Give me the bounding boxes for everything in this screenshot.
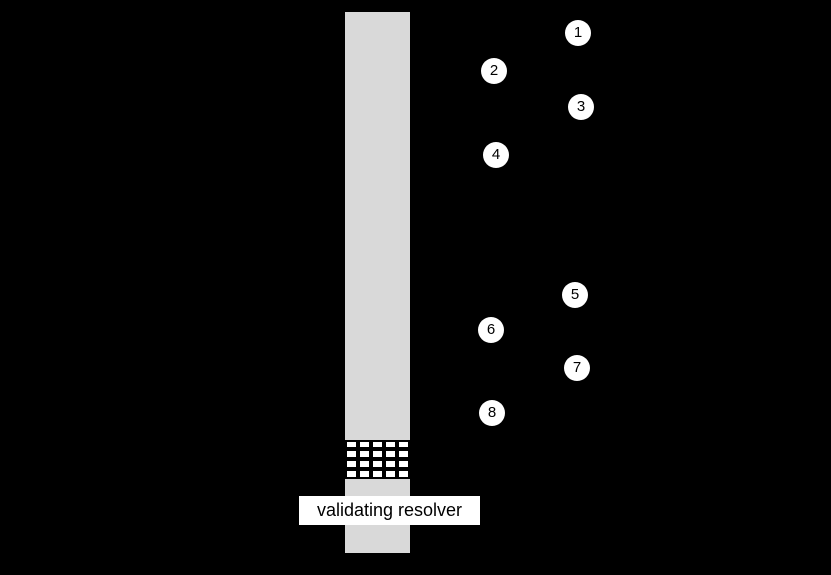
resolver-label: validating resolver	[299, 496, 480, 525]
step-circle-8: 8	[479, 400, 505, 426]
step-circle-7: 7	[564, 355, 590, 381]
step-circle-1: 1	[565, 20, 591, 46]
step-circle-6: 6	[478, 317, 504, 343]
step-circle-5: 5	[562, 282, 588, 308]
step-circle-3: 3	[568, 94, 594, 120]
activation-grid-block	[345, 440, 410, 479]
step-circle-2: 2	[481, 58, 507, 84]
step-circle-4: 4	[483, 142, 509, 168]
